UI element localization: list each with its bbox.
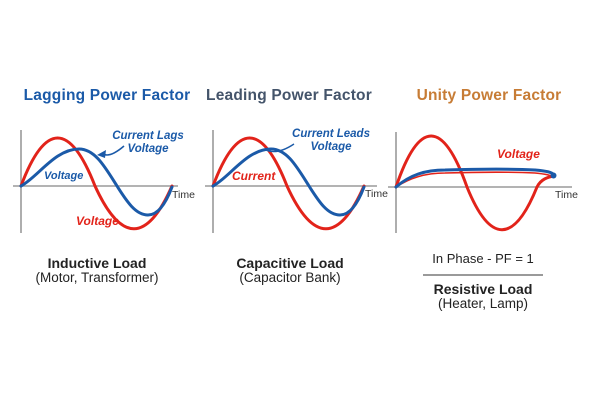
unity-curve-endcap <box>550 172 557 179</box>
inductive-load-subtitle: (Motor, Transformer) <box>35 270 159 285</box>
unity-voltage-curve <box>394 134 556 231</box>
annotation-arrowhead-icon <box>97 150 106 158</box>
lagging-blue-curve-label: Voltage <box>44 170 84 182</box>
leading-time-label: Time <box>365 188 388 200</box>
resistive-load-title: Resistive Load <box>433 281 533 297</box>
leading-voltage-curve <box>211 147 366 217</box>
resistive-load-subtitle: (Heater, Lamp) <box>437 296 529 311</box>
leading-title: Leading Power Factor <box>206 87 372 104</box>
inductive-load-title: Inductive Load <box>47 255 147 271</box>
lagging-annotation: Current Lags Voltage <box>112 130 184 156</box>
lagging-current-curve <box>19 147 174 217</box>
leading-chart <box>205 130 377 233</box>
leading-current-curve <box>211 136 366 230</box>
lagging-annotation-line2: Voltage <box>127 143 169 155</box>
lagging-red-curve-label: Voltage <box>76 214 119 228</box>
leading-annotation-line2: Voltage <box>310 141 352 153</box>
unity-caption-divider <box>423 274 543 276</box>
unity-chart <box>388 132 572 233</box>
leading-red-curve-label: Current <box>232 169 276 183</box>
lagging-annotation-line1: Current Lags <box>112 130 184 142</box>
leading-annotation-line1: Current Leads <box>292 128 370 140</box>
unity-phase-note: In Phase - PF = 1 <box>432 251 534 266</box>
capacitive-load-title: Capacitive Load <box>236 255 344 271</box>
lagging-voltage-curve <box>19 136 174 230</box>
lagging-title: Lagging Power Factor <box>23 87 191 104</box>
unity-title: Unity Power Factor <box>416 87 562 104</box>
leading-annotation: Current Leads Voltage <box>292 128 370 154</box>
unity-current-red-underlay <box>395 171 555 188</box>
unity-time-label: Time <box>555 189 578 201</box>
lagging-time-label: Time <box>172 189 195 201</box>
capacitive-load-subtitle: (Capacitor Bank) <box>239 270 341 285</box>
annotation-connector-line <box>263 143 295 153</box>
unity-current-curve <box>394 167 556 189</box>
lagging-chart <box>13 130 178 233</box>
unity-red-curve-label: Voltage <box>497 147 540 161</box>
